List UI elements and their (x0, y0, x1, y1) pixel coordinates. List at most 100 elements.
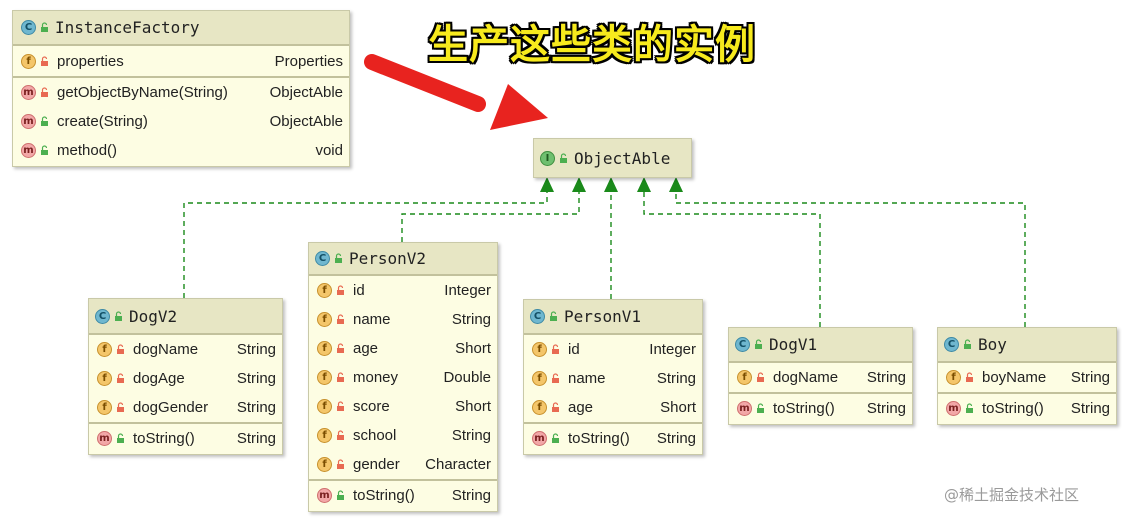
field-name: dogAge (133, 370, 185, 387)
private-lock-icon (337, 401, 344, 411)
field-row[interactable]: f age Short (524, 393, 702, 422)
field-type: String (451, 427, 491, 444)
method-name: toString() (568, 429, 630, 447)
private-lock-icon (552, 344, 559, 354)
field-row[interactable]: f id Integer (524, 335, 702, 364)
field-icon: f (97, 371, 112, 386)
interface-objectable[interactable]: I ObjectAble (533, 138, 692, 178)
method-row[interactable]: m method() void (13, 136, 349, 165)
field-name: score (353, 398, 390, 415)
field-row[interactable]: f dogName String (89, 335, 282, 364)
method-icon: m (21, 85, 36, 100)
field-row[interactable]: f boyName String (938, 363, 1116, 392)
method-icon: m (21, 143, 36, 158)
class-personv1[interactable]: C PersonV1 f id Integer f name String f … (523, 299, 703, 455)
method-type: String (236, 430, 276, 447)
field-icon: f (317, 283, 332, 298)
private-lock-icon (117, 402, 124, 412)
section-divider (309, 479, 497, 481)
field-icon: f (21, 53, 36, 69)
field-row[interactable]: f dogName String (729, 363, 912, 392)
method-icon: m (97, 431, 112, 446)
field-type: Double (443, 369, 491, 386)
class-header: C DogV2 (89, 299, 282, 335)
public-lock-icon (335, 253, 342, 263)
field-row[interactable]: f dogAge String (89, 364, 282, 393)
realization-line-dogv2 (183, 190, 548, 298)
method-row[interactable]: m toString() String (89, 424, 282, 453)
private-lock-icon (552, 373, 559, 383)
field-row[interactable]: f name String (524, 364, 702, 393)
method-name: toString() (773, 399, 835, 417)
method-row[interactable]: m create(String) ObjectAble (13, 107, 349, 136)
method-type: ObjectAble (269, 113, 343, 130)
class-personv2[interactable]: C PersonV2 f id Integer f name String f … (308, 242, 498, 512)
field-icon: f (737, 370, 752, 385)
field-row[interactable]: f dogGender String (89, 393, 282, 422)
headline: 生产这些类的实例 (428, 22, 756, 68)
field-icon: f (97, 400, 112, 415)
field-icon: f (532, 371, 547, 386)
method-row[interactable]: m getObjectByName(String) ObjectAble (13, 78, 349, 107)
section-divider (524, 422, 702, 424)
method-row[interactable]: m toString() String (309, 481, 497, 509)
field-icon: f (317, 399, 332, 414)
method-name: toString() (982, 399, 1044, 417)
field-name: school (353, 427, 397, 444)
field-icon: f (317, 370, 332, 385)
public-lock-icon (755, 339, 762, 349)
method-name: create(String) (57, 113, 148, 130)
field-row[interactable]: f school String (309, 421, 497, 450)
field-type: String (866, 369, 906, 386)
field-icon: f (946, 370, 961, 385)
class-icon: C (944, 337, 959, 352)
method-type: String (656, 429, 696, 447)
method-row[interactable]: m toString() String (729, 394, 912, 422)
field-name: age (568, 399, 594, 416)
field-row[interactable]: f age Short (309, 334, 497, 363)
private-lock-icon (337, 459, 344, 469)
private-lock-icon (117, 344, 124, 354)
class-dogv1[interactable]: C DogV1 f dogName String m toString() St… (728, 327, 913, 425)
class-header: C InstanceFactory (13, 11, 349, 46)
public-lock-icon (41, 116, 48, 126)
field-type: Short (455, 398, 491, 415)
public-lock-icon (117, 433, 124, 443)
private-lock-icon (337, 314, 344, 324)
realization-arrowhead-4 (637, 177, 651, 192)
private-lock-icon (41, 87, 48, 97)
field-name: properties (57, 52, 124, 70)
method-name: getObjectByName(String) (57, 84, 228, 101)
red-pointer-arrow (364, 54, 548, 130)
class-header: C PersonV2 (309, 243, 497, 276)
field-name: gender (353, 456, 400, 473)
field-row[interactable]: f id Integer (309, 276, 497, 305)
field-name: name (568, 370, 606, 387)
public-lock-icon (552, 432, 559, 443)
field-icon: f (317, 312, 332, 327)
interface-icon: I (540, 150, 555, 166)
public-lock-icon (966, 402, 973, 413)
section-divider (13, 76, 349, 78)
method-name: toString() (133, 430, 195, 447)
class-icon: C (21, 20, 36, 35)
realization-line-personv2 (401, 190, 580, 242)
field-row[interactable]: f money Double (309, 363, 497, 392)
field-row[interactable]: f score Short (309, 392, 497, 421)
field-row[interactable]: f name String (309, 305, 497, 334)
method-row[interactable]: m toString() String (938, 394, 1116, 422)
class-instance-factory[interactable]: C InstanceFactory f properties Propertie… (12, 10, 350, 167)
class-boy[interactable]: C Boy f boyName String m toString() Stri… (937, 327, 1117, 425)
class-dogv2[interactable]: C DogV2 f dogName String f dogAge String… (88, 298, 283, 455)
field-name: dogName (773, 369, 839, 386)
realization-arrowhead-2 (572, 177, 586, 192)
public-lock-icon (550, 311, 557, 321)
method-type: ObjectAble (269, 84, 343, 101)
method-row[interactable]: m toString() String (524, 424, 702, 452)
method-icon: m (317, 487, 332, 503)
field-row[interactable]: f gender Character (309, 450, 497, 479)
class-header: C PersonV1 (524, 300, 702, 335)
field-row[interactable]: f properties Properties (13, 46, 349, 76)
method-type: String (866, 399, 906, 417)
